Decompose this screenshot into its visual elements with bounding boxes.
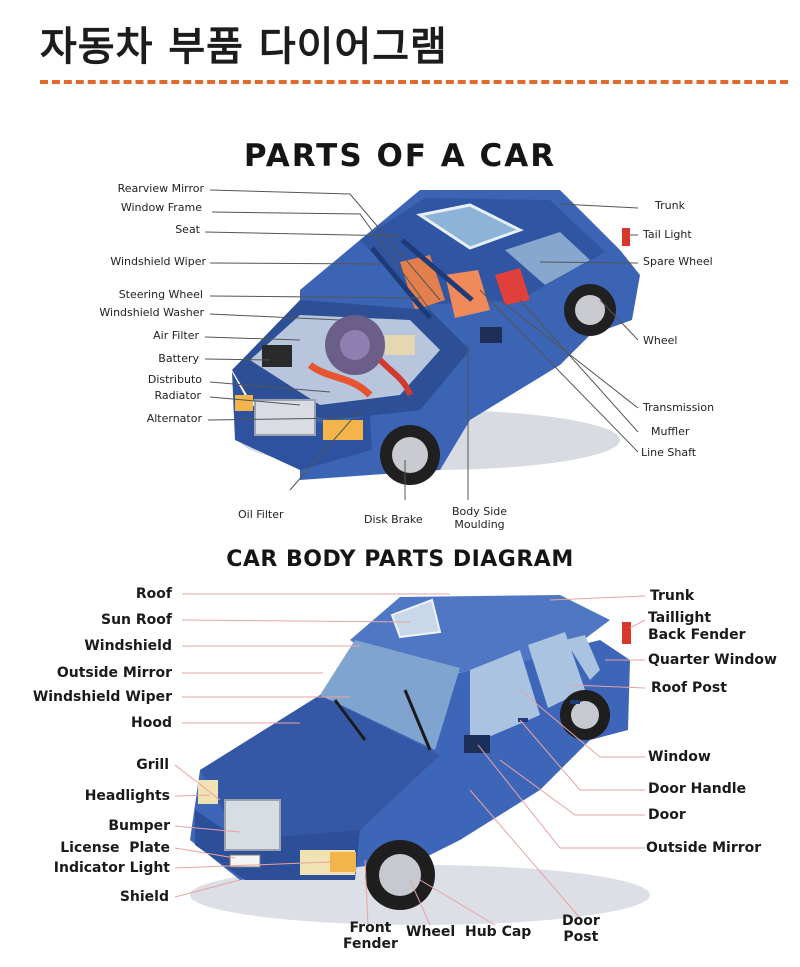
label-hub-cap: Hub Cap xyxy=(465,924,531,940)
label-door-handle: Door Handle xyxy=(648,781,746,797)
label-bumper: Bumper xyxy=(108,818,170,834)
label-taillight: Taillight xyxy=(648,610,711,626)
label-outside-mirror-left: Outside Mirror xyxy=(57,665,172,681)
label-front-fender: Front Fender xyxy=(343,920,398,952)
label-headlights: Headlights xyxy=(85,788,170,804)
label-door: Door xyxy=(648,807,686,823)
label-grill: Grill xyxy=(136,757,169,773)
label-hood: Hood xyxy=(131,715,172,731)
label-wheel-2: Wheel xyxy=(406,924,455,940)
label-roof-post: Roof Post xyxy=(651,680,727,696)
label-sun-roof: Sun Roof xyxy=(101,612,172,628)
label-shield: Shield xyxy=(120,889,169,905)
label-license-plate: License Plate xyxy=(60,840,170,856)
label-outside-mirror-right: Outside Mirror xyxy=(646,840,761,856)
label-roof: Roof xyxy=(136,586,172,602)
label-indicator-light: Indicator Light xyxy=(54,860,170,876)
label-window: Window xyxy=(648,749,711,765)
label-door-post: Door Post xyxy=(562,913,600,945)
label-windshield-wiper-2: Windshield Wiper xyxy=(33,689,172,705)
label-back-fender: Back Fender xyxy=(648,627,745,643)
label-windshield: Windshield xyxy=(84,638,172,654)
car2-body xyxy=(190,595,650,925)
label-trunk-2: Trunk xyxy=(650,588,694,604)
label-quarter-window: Quarter Window xyxy=(648,652,777,668)
